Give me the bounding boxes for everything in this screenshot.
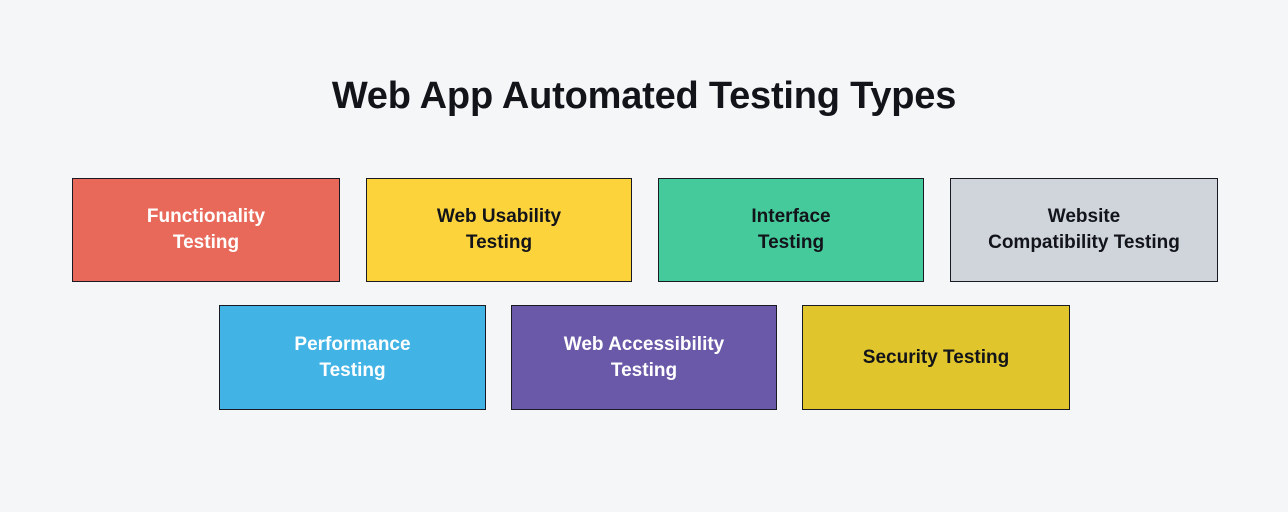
card-line-1: Website xyxy=(1047,206,1121,228)
card-line-2: Testing xyxy=(319,359,386,381)
card-line-1: Web Usability xyxy=(436,206,562,228)
card-web-accessibility-testing[interactable]: Web Accessibility Testing xyxy=(511,305,777,410)
card-security-testing[interactable]: Security Testing xyxy=(802,305,1070,410)
card-line-1: Functionality xyxy=(146,206,266,228)
card-line-2: Compatibility Testing xyxy=(988,232,1180,253)
card-line-2: Testing xyxy=(610,359,678,381)
card-website-compatibility-testing[interactable]: Website Compatibility Testing xyxy=(950,178,1218,282)
card-line-2: Testing xyxy=(465,232,533,253)
card-line-1: Performance xyxy=(294,333,411,355)
card-website-compatibility-testing-label: Website Compatibility Testing xyxy=(988,204,1180,255)
card-web-usability-testing-label: Web Usability Testing xyxy=(437,204,561,255)
testing-types-row-2: Performance Testing Web Accessibility Te… xyxy=(219,305,1070,410)
card-functionality-testing[interactable]: Functionality Testing xyxy=(72,178,340,282)
card-line-2: Testing xyxy=(172,232,240,253)
card-interface-testing-label: Interface Testing xyxy=(751,204,830,255)
card-web-accessibility-testing-label: Web Accessibility Testing xyxy=(564,332,725,383)
testing-types-row-1: Functionality Testing Web Usability Test… xyxy=(72,178,1218,282)
card-interface-testing[interactable]: Interface Testing xyxy=(658,178,924,282)
card-web-usability-testing[interactable]: Web Usability Testing xyxy=(366,178,632,282)
card-functionality-testing-label: Functionality Testing xyxy=(147,204,265,255)
card-security-testing-label: Security Testing xyxy=(863,345,1009,371)
card-line-1: Web Accessibility xyxy=(563,333,725,355)
card-performance-testing[interactable]: Performance Testing xyxy=(219,305,486,410)
card-line-1: Interface xyxy=(751,206,831,228)
card-line-1: Security Testing xyxy=(862,346,1010,368)
card-line-2: Testing xyxy=(757,232,825,253)
page-title: Web App Automated Testing Types xyxy=(331,75,957,117)
card-performance-testing-label: Performance Testing xyxy=(294,332,410,383)
